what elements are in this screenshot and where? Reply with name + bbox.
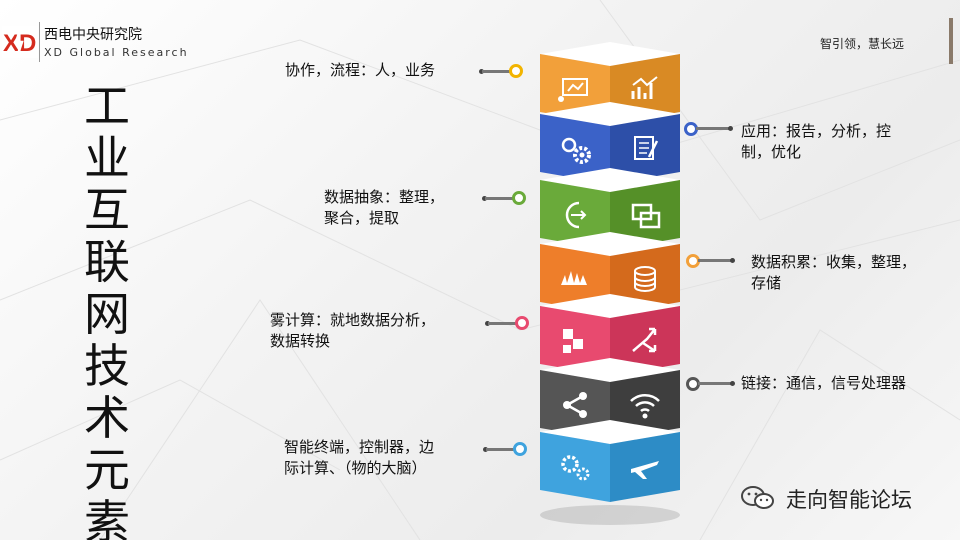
gears-icon xyxy=(561,455,590,481)
label-line: 数据积累：收集，整理， xyxy=(751,253,917,271)
connector-line xyxy=(698,382,732,385)
report-icon xyxy=(634,136,659,160)
stack-layer xyxy=(540,168,680,250)
database-icon xyxy=(634,266,656,292)
accent-bar xyxy=(949,18,953,64)
title-char: 技 xyxy=(84,339,130,393)
label-line: 际计算、（物的大脑） xyxy=(284,459,427,477)
xd-logo: XD xyxy=(2,26,38,58)
stack-layer xyxy=(540,420,680,502)
label-line: 存储 xyxy=(751,274,782,292)
connector-line xyxy=(482,70,512,73)
title-char: 术 xyxy=(84,391,130,445)
split-arrows-icon xyxy=(632,327,657,353)
stack-layer xyxy=(540,102,680,184)
label-applications: 应用：报告，分析，控 制，优化 xyxy=(741,121,891,163)
connector-dot xyxy=(728,126,733,131)
stack-layer xyxy=(540,294,680,376)
connector-dot xyxy=(730,258,735,263)
connector-line xyxy=(488,322,518,325)
label-collaboration: 协作，流程：人，业务 xyxy=(285,61,436,79)
header-divider xyxy=(39,22,40,62)
connector-line xyxy=(698,259,732,262)
label-line: 聚合，提取 xyxy=(324,209,400,227)
connector-dot xyxy=(485,321,490,326)
connector-line xyxy=(696,127,730,130)
layer-right-face xyxy=(610,370,680,440)
org-name-en: XD Global Research xyxy=(44,46,189,59)
label-data-abstraction: 数据抽象：整理， 聚合，提取 xyxy=(324,187,444,229)
layer-left-face xyxy=(540,432,610,502)
connector-ring xyxy=(513,442,527,456)
connector-ring xyxy=(509,64,523,78)
wifi-icon xyxy=(630,394,660,419)
org-name-cn: 西电中央研究院 xyxy=(44,27,142,43)
label-connectivity: 链接：通信，信号处理器 xyxy=(741,374,907,392)
layer-right-face xyxy=(610,114,680,184)
title-char: 素 xyxy=(84,495,130,540)
grass-icon xyxy=(561,271,587,285)
connector-ring xyxy=(515,316,529,330)
layer-right-face xyxy=(610,244,680,314)
label-edge-devices: 智能终端，控制器，边 际计算、（物的大脑） xyxy=(284,437,434,479)
stack-layer xyxy=(540,358,680,440)
share-icon xyxy=(563,392,587,418)
stack-shadow xyxy=(540,505,680,525)
technology-stack xyxy=(520,10,700,540)
stack-layer xyxy=(540,232,680,314)
puzzle-icon xyxy=(563,329,583,353)
wechat-icon xyxy=(741,486,774,509)
title-char: 元 xyxy=(84,443,130,497)
label-fog-computing: 雾计算：就地数据分析， 数据转换 xyxy=(270,310,435,352)
page-title: 工 业 互 联 网 技 术 元 素 xyxy=(76,80,138,540)
title-char: 联 xyxy=(84,235,130,289)
connector-dot xyxy=(479,69,484,74)
plug-icon xyxy=(565,201,587,229)
connector-dot xyxy=(483,447,488,452)
slogan: 智引领，慧长远 xyxy=(820,37,905,51)
connector-dot xyxy=(482,196,487,201)
layer-left-face xyxy=(540,244,610,314)
title-char: 业 xyxy=(84,131,130,185)
connector-line xyxy=(485,197,515,200)
forum-name: 走向智能论坛 xyxy=(786,488,912,512)
presentation-icon xyxy=(558,78,588,102)
title-char: 工 xyxy=(84,79,130,133)
title-char: 网 xyxy=(84,287,130,341)
window-stack-icon xyxy=(631,203,661,229)
layer-left-face xyxy=(540,370,610,440)
label-data-accumulation: 数据积累：收集，整理， 存储 xyxy=(751,252,916,294)
label-line: 数据转换 xyxy=(270,332,331,350)
label-line: 智能终端，控制器，边 xyxy=(284,438,435,456)
connector-dot xyxy=(730,381,735,386)
label-line: 制，优化 xyxy=(741,143,802,161)
magnifier-gear-icon xyxy=(561,137,591,164)
label-line: 数据抽象：整理， xyxy=(324,188,445,206)
layer-right-face xyxy=(610,180,680,250)
label-line: 雾计算：就地数据分析， xyxy=(270,311,436,329)
airplane-icon xyxy=(631,461,659,479)
title-char: 互 xyxy=(84,183,130,237)
growth-chart-icon xyxy=(631,76,658,99)
label-line: 应用：报告，分析，控 xyxy=(741,122,892,140)
connector-line xyxy=(486,448,516,451)
connector-ring xyxy=(512,191,526,205)
